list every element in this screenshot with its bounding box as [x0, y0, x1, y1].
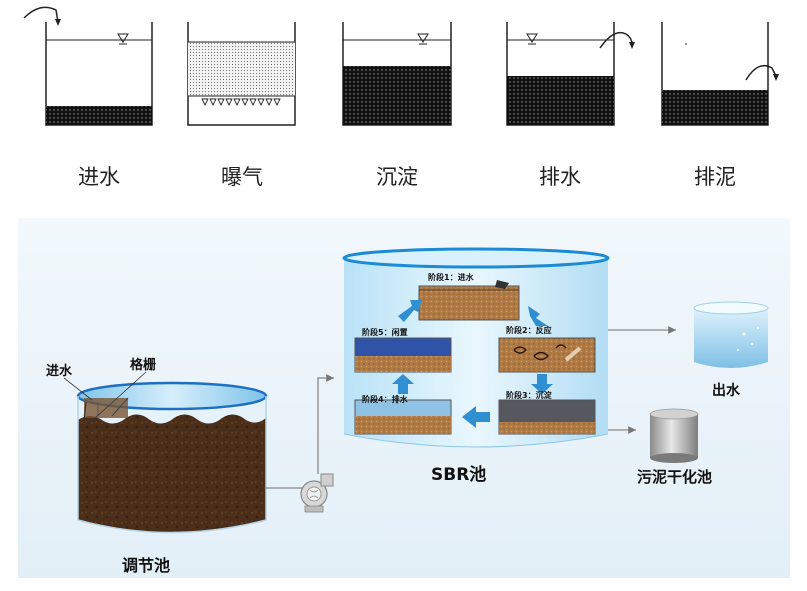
phase-2-label: 阶段2：反应: [506, 326, 552, 335]
sludge-drying-tank: [649, 408, 699, 463]
stage-aeration-label: 曝气: [221, 165, 263, 189]
arrow-3-to-4-icon: [462, 406, 490, 428]
phase-3-tank: [498, 399, 596, 435]
stage-inflow-tank: [23, 6, 153, 126]
arrow-4-to-5-icon: [392, 374, 414, 394]
phase-1-tank: [418, 280, 520, 321]
effluent-tank: [693, 301, 769, 368]
decant-arrow-icon: [599, 31, 633, 49]
pump-icon: [266, 473, 334, 513]
arrow-1-to-2-icon: [528, 306, 548, 326]
inflow-arrow-icon: [23, 6, 59, 23]
stage-decant-label: 排水: [539, 165, 581, 189]
phase-4-label: 阶段4：排水: [362, 395, 408, 404]
inlet-label: 进水: [46, 364, 73, 379]
phase-5-tank: [354, 337, 452, 373]
phase-5-label: 阶段5：闲置: [362, 328, 408, 337]
phase-1-label: 阶段1：进水: [428, 273, 474, 282]
sludge-arrow-icon: [745, 65, 777, 81]
stage-inflow-label: 进水: [78, 165, 120, 189]
stage-sludge-tank: [661, 22, 779, 126]
aerator-diffusers: [201, 98, 281, 107]
stage-sludge-label: 排泥: [694, 165, 736, 189]
stage-settling-label: 沉淀: [376, 165, 418, 189]
phase-2-tank: [498, 337, 596, 373]
screen-label: 格栅: [130, 358, 157, 373]
effluent-label: 出水: [712, 383, 740, 399]
phase-4-tank: [354, 399, 452, 435]
sbr-tank-label: SBR池: [431, 465, 487, 485]
equalization-tank: [76, 381, 268, 534]
stage-decant-tank: [506, 22, 635, 126]
stage-settling-tank: [342, 22, 452, 126]
arrow-5-to-1-icon: [398, 300, 422, 322]
equalization-tank-label: 调节池: [122, 556, 171, 575]
sludge-drying-label: 污泥干化池: [637, 468, 713, 486]
arrow-2-to-3-icon: [531, 374, 553, 394]
stage-aeration-tank: [187, 22, 296, 126]
cycle-arrows: [392, 300, 553, 428]
phase-3-label: 阶段3：沉淀: [506, 391, 552, 400]
